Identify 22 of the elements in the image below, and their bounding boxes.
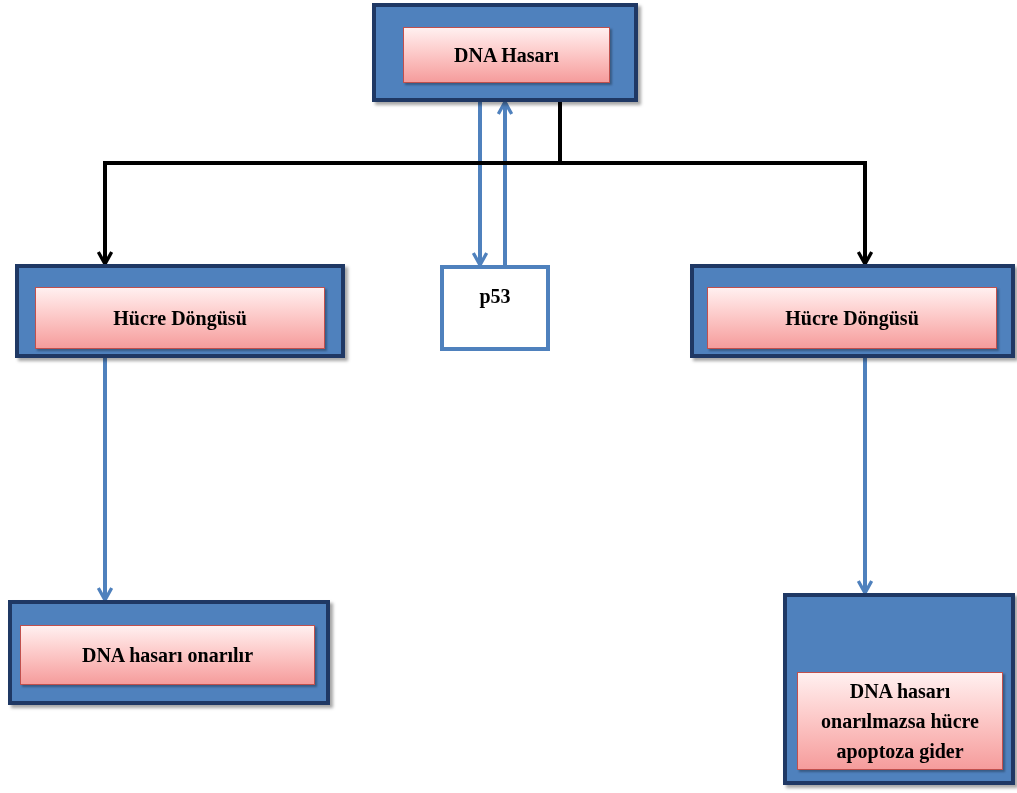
node-label: DNA hasarı onarılmazsa hücre apoptoza gider [820, 679, 980, 765]
node-label: Hücre Döngüsü [785, 306, 919, 332]
arrow [471, 102, 489, 267]
arrow [96, 358, 114, 602]
outer-box [690, 264, 1015, 358]
process-box [35, 287, 325, 349]
process-box [797, 672, 1003, 770]
outer-box [783, 593, 1015, 785]
node-label: DNA hasarı onarılır [81, 643, 254, 668]
process-box [403, 27, 610, 83]
node-label: p53 [479, 284, 511, 310]
node-label: DNA Hasarı [454, 43, 559, 68]
outer-box [372, 3, 638, 102]
process-box [440, 265, 550, 351]
process-box [707, 287, 997, 349]
arrow [558, 102, 874, 266]
outer-box [8, 600, 330, 705]
node-label: Hücre Döngüsü [113, 306, 247, 332]
arrow [496, 100, 514, 265]
arrow [856, 358, 874, 595]
process-box [20, 625, 315, 685]
outer-box [15, 264, 345, 358]
